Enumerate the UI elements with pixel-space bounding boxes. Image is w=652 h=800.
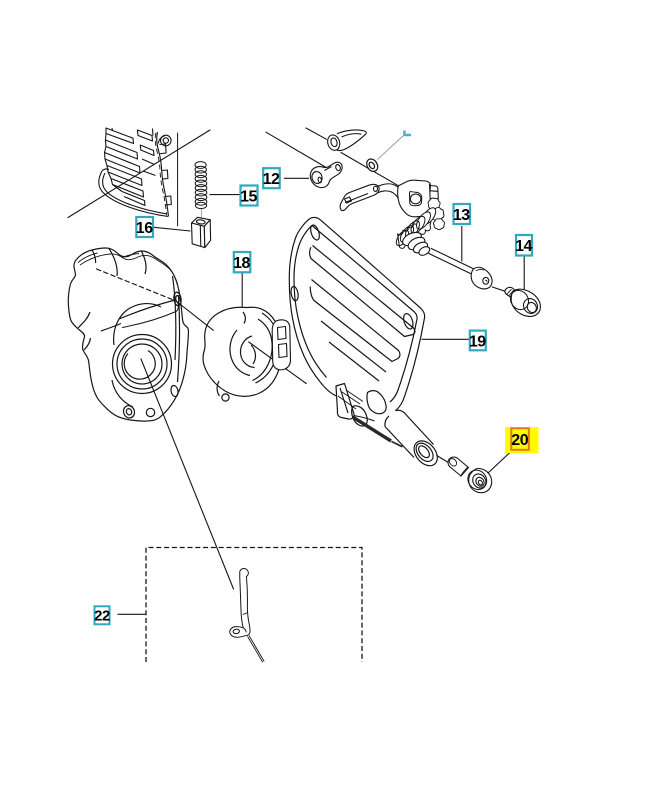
svg-text:14: 14 (515, 238, 532, 255)
svg-text:22: 22 (94, 608, 110, 625)
svg-text:12: 12 (263, 171, 280, 188)
svg-text:16: 16 (136, 220, 153, 237)
svg-text:19: 19 (469, 333, 486, 350)
svg-text:13: 13 (453, 207, 470, 224)
svg-text:18: 18 (233, 255, 250, 272)
svg-text:20: 20 (511, 432, 528, 449)
svg-text:15: 15 (240, 188, 257, 205)
